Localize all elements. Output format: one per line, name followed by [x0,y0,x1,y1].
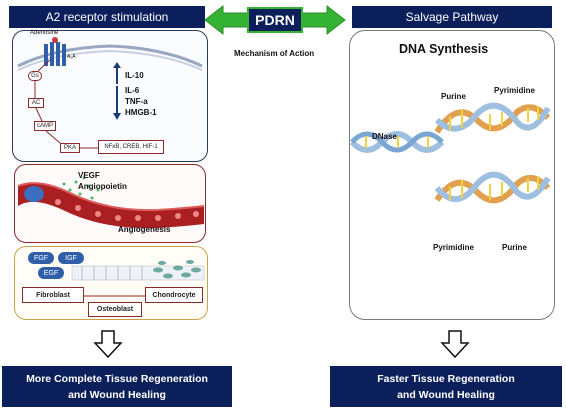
il10-label: IL-10 [125,71,144,80]
fgf-label: FGF [34,254,48,262]
fibroblast-box: Fibroblast [22,287,84,303]
purine-bottom-label: Purine [502,243,527,252]
blood-vessel-illustration [17,176,205,229]
a2-receptor-title: A2 receptor stimulation [45,10,169,24]
signaling-arrows [34,59,98,149]
ac-label: AC [31,100,41,106]
right-outcome-line1: Faster Tissue Regeneration [377,372,515,385]
pyrimidine-top-label: Pyrimidine [494,86,535,95]
chondrocyte-box: Chondrocyte [145,287,203,303]
chondrocyte-label: Chondrocyte [152,291,196,299]
dna-synthesis-title: DNA Synthesis [399,42,489,56]
egf-label: EGF [43,269,59,277]
a2a-receptor-icon [44,37,66,66]
dnase-label: DNase [372,132,397,141]
vegf-label: VEGF [78,171,100,180]
right-outcome-box: Faster Tissue Regeneration and Wound Hea… [330,366,562,407]
right-down-arrow [440,330,470,359]
il6-label: IL-6 [125,86,140,95]
cell-membrane [17,44,203,71]
angiopoietin-label: Angiopoietin [78,182,127,191]
fibroblast-label: Fibroblast [36,291,70,299]
osteoblast-box: Osteoblast [88,302,142,317]
hmgb1-label: HMGB-1 [125,108,157,117]
igf-label: IGF [65,254,77,262]
osteoblast-label: Osteoblast [96,306,134,313]
dna-synthesis-panel [349,30,555,320]
ac-box: AC [28,98,44,108]
purine-top-label: Purine [441,92,466,101]
right-outcome-line2: and Wound Healing [397,388,495,401]
gs-protein-box: Gs [28,71,42,81]
camp-label: cAMP [36,123,53,129]
gs-label: Gs [31,73,39,79]
pyrimidine-bottom-label: Pyrimidine [433,243,474,252]
pdrn-box: PDRN [247,7,303,33]
pdrn-label: PDRN [255,12,295,28]
left-outcome-line1: More Complete Tissue Regeneration [26,372,208,385]
fgf-growth-factor: FGF [28,252,54,264]
a2a-label: A₂A [67,54,76,60]
left-outcome-line2: and Wound Healing [68,388,166,401]
adenosine-label: Adenosine [30,30,59,36]
a2-receptor-header: A2 receptor stimulation [9,6,205,28]
cytokine-up-arrow [113,62,121,84]
angiogenesis-label: Angiogenesis [118,225,171,234]
camp-box: cAMP [34,121,56,131]
pka-box: PKA [60,143,80,153]
mechanism-of-action-label: Mechanism of Action [234,49,315,58]
left-outcome-box: More Complete Tissue Regeneration and Wo… [2,366,232,407]
egf-growth-factor: EGF [38,267,64,279]
salvage-pathway-title: Salvage Pathway [405,10,499,24]
transcription-factors-box: NFκB, CREB, HIF-1 [98,140,164,154]
dna-helix-illustration [349,102,551,204]
cytokine-down-arrow [113,86,121,120]
tnfa-label: TNF-a [125,97,148,106]
cell-connector-lines [84,295,146,297]
transcription-factors-label: NFκB, CREB, HIF-1 [104,144,158,150]
pka-label: PKA [63,145,76,151]
left-down-arrow [93,330,123,359]
igf-growth-factor: IGF [58,252,84,264]
salvage-pathway-header: Salvage Pathway [352,6,552,28]
tissue-cells-illustration [71,260,205,281]
